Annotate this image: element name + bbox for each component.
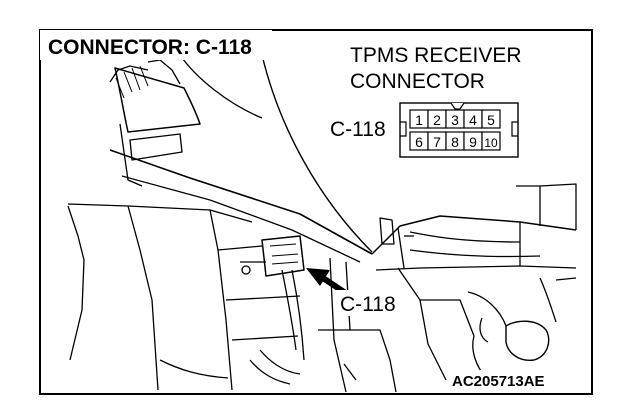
receiver-title-line1: TPMS RECEIVER (350, 44, 522, 67)
connector-top-row (409, 109, 501, 129)
connector-face-diagram: 1 2 3 4 5 6 7 8 9 10 (399, 102, 519, 158)
pin-5-label: 5 (487, 112, 495, 128)
pin-10-label: 10 (484, 136, 498, 150)
figure-code-bg (448, 370, 588, 392)
pin-8-label: 8 (451, 134, 459, 150)
pin-1-label: 1 (415, 112, 423, 128)
pin-3-label: 3 (451, 112, 459, 128)
pin-2-label: 2 (433, 112, 441, 128)
right-latch (511, 121, 518, 137)
figure-frame (39, 29, 593, 395)
callout-connector-label: C-118 (340, 293, 396, 316)
connector-bottom-row (409, 131, 501, 151)
connector-face-id-label: C-118 (330, 118, 386, 141)
figure-code: AC205713AE (452, 373, 545, 390)
receiver-title-line2: CONNECTOR (350, 70, 485, 93)
pin-4-label: 4 (469, 112, 477, 128)
vehicle-illustration (67, 54, 577, 393)
pin-9-label: 9 (469, 134, 477, 150)
left-latch (400, 121, 407, 137)
pin-7-label: 7 (433, 134, 441, 150)
connector-id-header: CONNECTOR: C-118 (48, 36, 252, 59)
pin-6-label: 6 (415, 134, 423, 150)
callout-label-bg (336, 290, 410, 316)
key-notch (450, 102, 465, 110)
header-label-bg (40, 30, 272, 60)
